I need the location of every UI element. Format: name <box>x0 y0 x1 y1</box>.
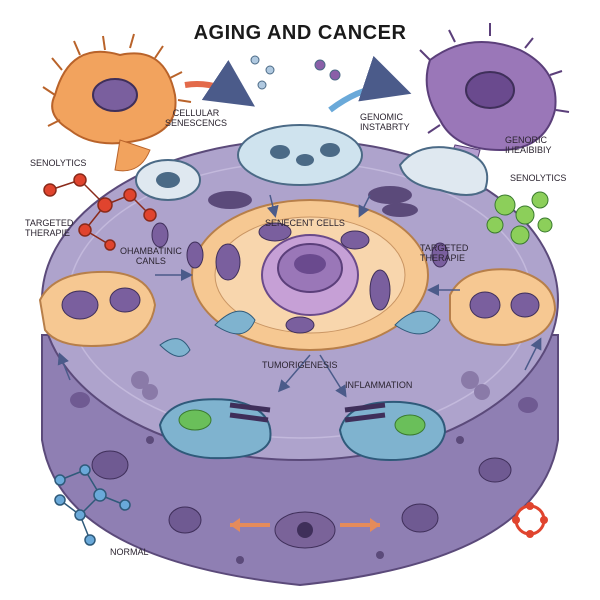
label-targeted-left: TARGETED THERAPIE <box>25 218 73 238</box>
label-ohamatinic-line2: CANLS <box>135 256 166 266</box>
green-molecule <box>486 191 553 245</box>
red-molecule <box>43 173 157 251</box>
diagram-title: AGING AND CANCER <box>193 22 407 44</box>
bottom-left-cell <box>158 398 272 460</box>
left-small-cell <box>135 159 201 201</box>
bottom-right-cell <box>338 400 447 462</box>
label-genomic-line2: INSTABRTY <box>360 122 410 132</box>
label-cellular-line2: SENESCENCS <box>165 118 228 128</box>
label-targeted-right-line1: TARGETED <box>420 243 469 253</box>
edge-cells <box>70 392 538 564</box>
top-nucleus-cell <box>237 124 363 186</box>
right-side-cell <box>449 268 557 347</box>
blue-molecule-normal <box>54 464 131 546</box>
senescent-cell-ring <box>191 199 429 351</box>
label-senescent-cells: SENECENT CELLS <box>265 218 345 228</box>
label-targeted-left-line2: THERAPIE <box>25 228 71 238</box>
label-inflammation: INFLAMMATION <box>345 380 413 390</box>
orange-senescent-cell <box>42 33 192 172</box>
label-genoric-line2: IHEAIBIBIY <box>505 145 552 155</box>
label-senolytics-right: SENOLYTICS <box>510 173 567 183</box>
label-ohamatinic: OHAMBATINIC CANLS <box>120 246 182 266</box>
orange-ring-molecule <box>512 502 548 538</box>
label-ohamatinic-line1: OHAMBATINIC <box>120 246 182 256</box>
leaf-structures <box>159 310 441 357</box>
disc-small-cells <box>131 186 490 400</box>
right-cup-cell <box>398 146 489 196</box>
flow-arrows <box>57 194 542 398</box>
label-genoric: GENORIC IHEAIBIBIY <box>505 135 552 155</box>
bottom-double-arrow <box>230 518 380 532</box>
label-cellular-line1: CELLULAR <box>172 108 220 118</box>
small-molecules-top <box>250 55 341 90</box>
label-cellular-senescence: CELLULAR SENESCENCS <box>165 108 227 128</box>
label-tumorigenesis: TUMORIGENESIS <box>262 360 338 370</box>
arrow-orange-top <box>184 60 255 107</box>
label-genomic-line1: GENOMIC <box>360 112 404 122</box>
label-targeted-right: TARGETED THERAPIE <box>420 243 468 263</box>
label-genoric-line1: GENORIC <box>505 135 548 145</box>
arrow-blue-top <box>328 55 412 113</box>
label-targeted-left-line1: TARGETED <box>25 218 74 228</box>
left-side-cell <box>38 270 157 347</box>
label-senolytics-left: SENOLYTICS <box>30 158 87 168</box>
label-genomic-instability: GENOMIC INSTABRTY <box>360 112 410 132</box>
label-normal: NORMAL <box>110 547 149 557</box>
label-targeted-right-line2: THERAPIE <box>420 253 466 263</box>
